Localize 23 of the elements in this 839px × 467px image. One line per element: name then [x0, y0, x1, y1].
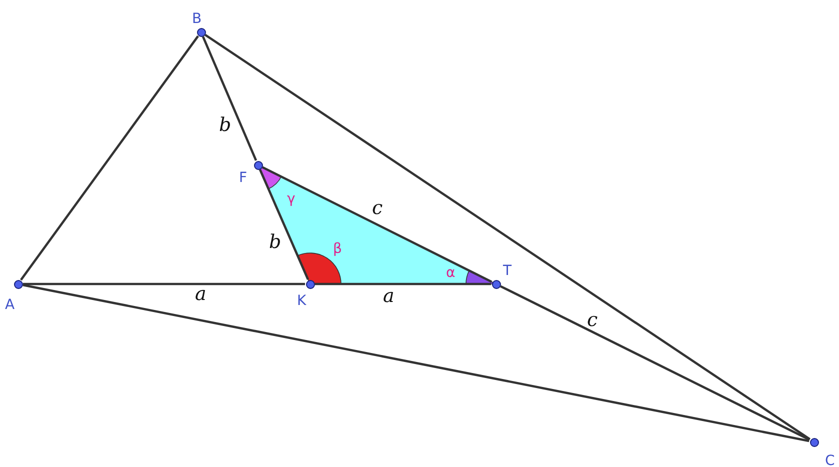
line-segment [23, 282, 305, 286]
line-segment [500, 285, 810, 441]
line-segment [204, 34, 810, 440]
edge-label: b [219, 115, 232, 135]
line-segment [258, 169, 310, 280]
edge-label: a [195, 284, 206, 304]
line-segment [315, 282, 491, 286]
line-segment [202, 36, 258, 161]
line-segment [20, 35, 199, 281]
angle-label: β [333, 241, 342, 257]
point-label: B [192, 11, 202, 27]
edge-label: b [269, 232, 282, 252]
point-label: K [297, 293, 306, 309]
line-segment [22, 284, 810, 442]
point-label: T [503, 263, 512, 279]
point-label: C [825, 453, 835, 467]
point-label: A [5, 297, 15, 313]
edge-label: c [372, 198, 383, 218]
edge-label: a [383, 286, 394, 306]
point-label: F [239, 170, 248, 186]
angle-label: α [446, 265, 456, 281]
angle-label: γ [287, 191, 296, 207]
edge-label: c [587, 310, 598, 330]
